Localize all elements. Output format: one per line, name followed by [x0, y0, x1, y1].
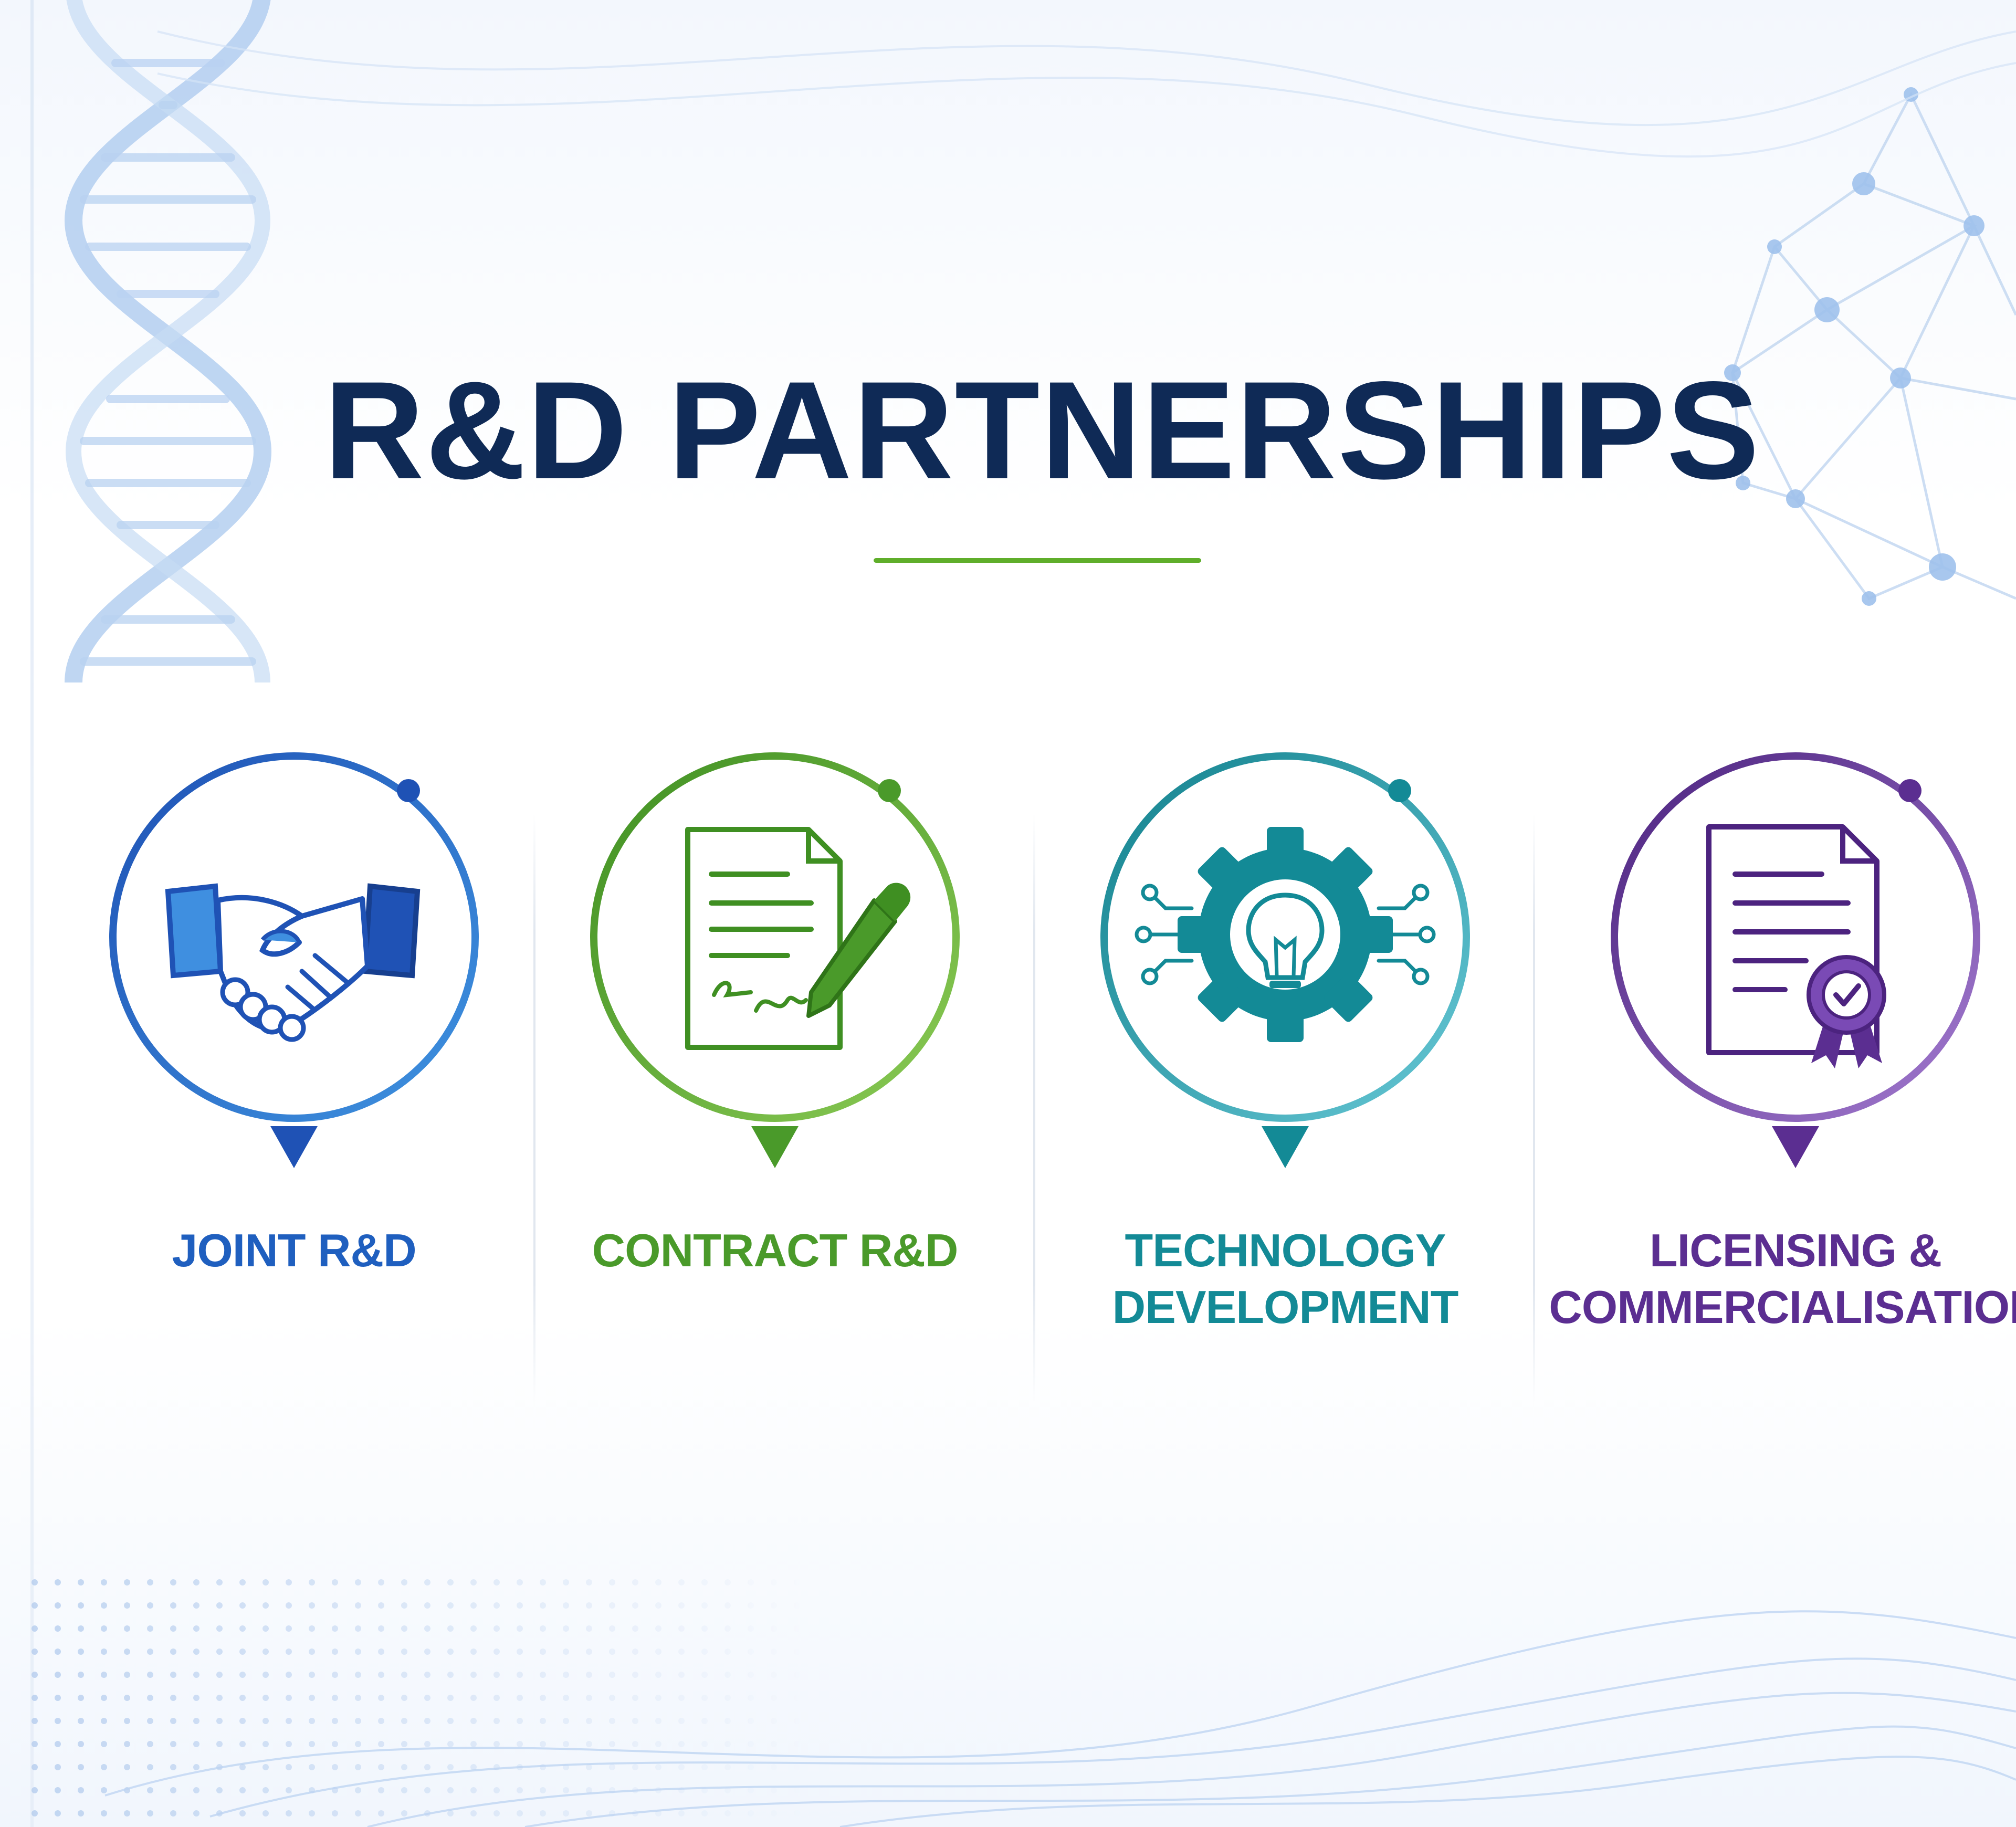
label-joint-rd: JOINT R&D — [136, 1222, 452, 1279]
dna-helix-decoration — [64, 0, 272, 682]
column-divider — [533, 814, 536, 1402]
label-line: TECHNOLOGY — [1125, 1224, 1446, 1276]
label-line: LICENSING & — [1649, 1224, 1942, 1276]
column-divider — [1033, 814, 1035, 1402]
page-title: R&D PARTNERSHIPS — [323, 353, 1761, 508]
column-divider — [1533, 814, 1535, 1402]
molecular-network-decoration — [1724, 87, 2016, 606]
label-line: DEVELOPMENT — [1112, 1281, 1459, 1333]
left-edge-rule — [30, 0, 34, 1827]
label-line: JOINT R&D — [172, 1224, 416, 1276]
label-contract-rd: CONTRACT R&D — [591, 1222, 959, 1279]
label-technology-development: TECHNOLOGY DEVELOPMENT — [1101, 1222, 1469, 1336]
label-line: COMMERCIALISATION — [1549, 1281, 2016, 1333]
label-licensing-commercialisation: LICENSING & COMMERCIALISATION — [1546, 1222, 2016, 1336]
title-underline — [874, 558, 1201, 563]
label-line: CONTRACT R&D — [592, 1224, 959, 1276]
